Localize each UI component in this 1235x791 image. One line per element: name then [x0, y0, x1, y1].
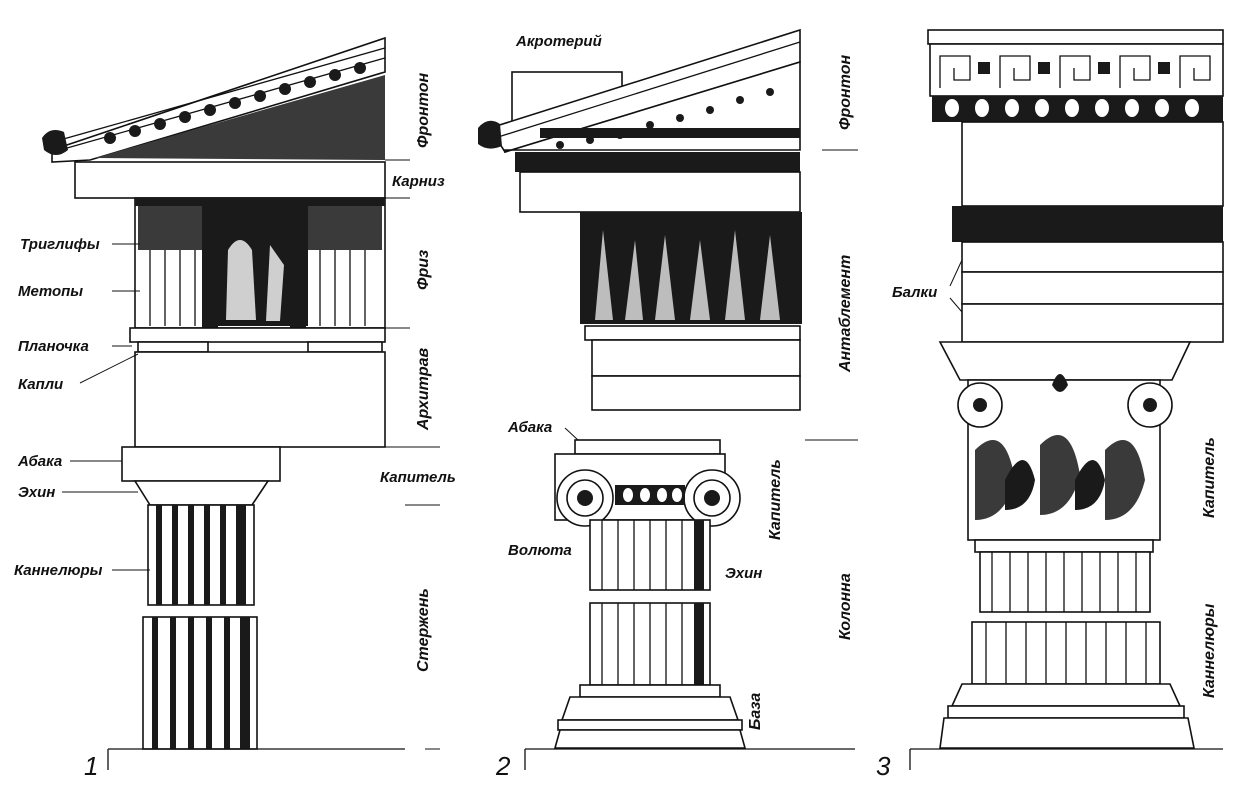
- doric-order-drawing: [42, 36, 440, 770]
- pediment-rosettes: [104, 62, 366, 144]
- label-flutes-doric: Каннелюры: [14, 562, 103, 579]
- label-architrave: Архитрав: [415, 348, 432, 432]
- label-abacus-ionic: Абака: [507, 419, 552, 436]
- label-metopes: Метопы: [18, 283, 83, 300]
- label-beams: Балки: [892, 284, 937, 301]
- corinthian-order-drawing: [909, 29, 1224, 770]
- label-capital-doric: Капитель: [380, 469, 456, 486]
- label-capital-corinthian: Капитель: [1201, 437, 1218, 518]
- figure-number-2: 2: [495, 751, 511, 781]
- figure-number-1: 1: [84, 751, 98, 781]
- label-flutes-corinthian: Каннелюры: [1201, 603, 1218, 698]
- figure-number-3: 3: [876, 751, 891, 781]
- label-triglyphs: Триглифы: [20, 236, 100, 253]
- egg-and-dart-band: [932, 96, 1223, 122]
- label-echinus-doric: Эхин: [18, 484, 55, 501]
- corinthian-flutes: [985, 552, 1147, 684]
- label-pediment-ionic: Фронтон: [837, 55, 854, 130]
- meander-pattern: [939, 55, 1211, 88]
- label-acroterion: Акротерий: [515, 33, 602, 50]
- label-column: Колонна: [837, 573, 854, 640]
- label-capital-ionic: Капитель: [767, 459, 784, 540]
- triglyph-grooves: [149, 250, 366, 326]
- label-base: База: [747, 693, 764, 730]
- label-guttae: Капли: [18, 376, 63, 393]
- label-abacus-doric: Абака: [17, 453, 62, 470]
- label-frieze: Фриз: [415, 250, 432, 290]
- doric-flutes: [152, 505, 250, 749]
- ionic-egg-and-dart: [615, 485, 685, 505]
- label-pediment-doric: Фронтон: [415, 73, 432, 148]
- label-entablature: Антаблемент: [837, 255, 854, 373]
- label-echinus-ionic: Эхин: [725, 565, 762, 582]
- ionic-order-drawing: [478, 28, 858, 770]
- label-cornice: Карниз: [392, 173, 445, 190]
- label-shaft: Стержень: [415, 588, 432, 672]
- ionic-pediment-dentils: [540, 88, 800, 149]
- label-volute: Волюта: [508, 542, 572, 559]
- acanthus-leaves: [957, 374, 1173, 520]
- ionic-flutes: [601, 520, 704, 685]
- label-regula: Планочка: [18, 338, 89, 355]
- ionic-volutes: [556, 469, 741, 527]
